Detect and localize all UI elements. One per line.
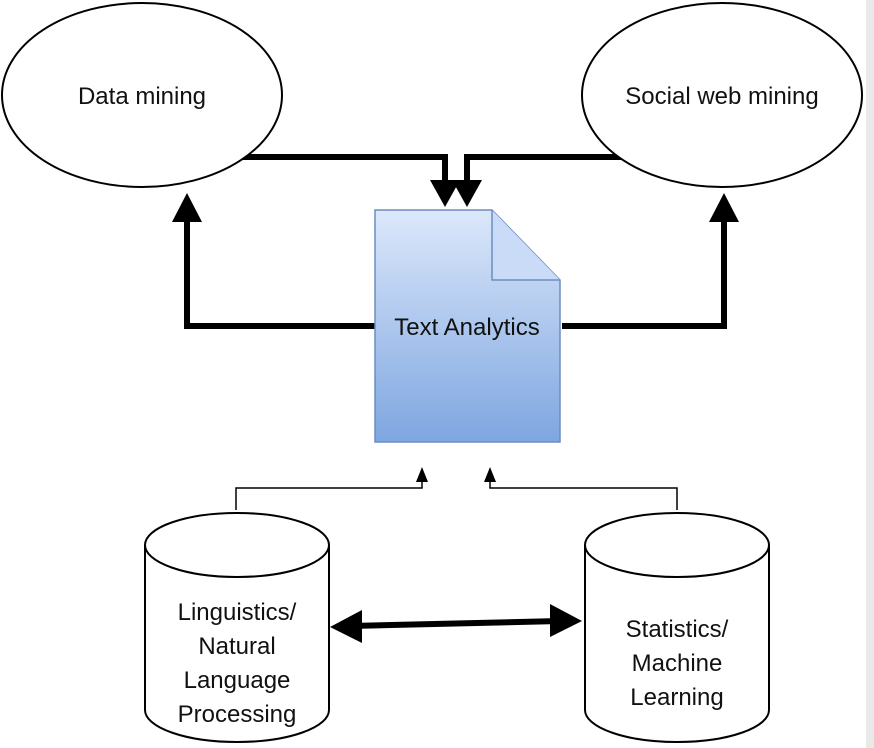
statistics-label-line-3: Learning — [630, 684, 723, 711]
linguistics-cylinder-body — [144, 545, 330, 743]
linguistics-label-line-4: Processing — [178, 701, 297, 728]
statistics-cylinder-body — [584, 545, 770, 743]
arrowhead-up-social-web-mining — [709, 193, 739, 222]
data-mining-ellipse — [1, 2, 283, 188]
right-edge-strip — [866, 0, 874, 748]
text-analytics-label: Text Analytics — [394, 314, 539, 341]
linguistics-label-line-1: Linguistics/ — [178, 599, 297, 626]
statistics-cylinder-top — [584, 512, 770, 578]
edge-social-web-mining-to-text-analytics — [464, 154, 625, 185]
arrowhead-bidir-right — [550, 604, 582, 637]
edge-linguistics-to-text-analytics — [235, 478, 423, 510]
arrowhead-down-left — [430, 180, 460, 207]
data-mining-label: Data mining — [78, 83, 206, 110]
edge-data-mining-to-text-analytics — [242, 154, 448, 185]
edge-linguistics-statistics-bidirectional — [349, 618, 561, 629]
linguistics-label-line-2: Natural — [198, 633, 275, 660]
edge-statistics-to-text-analytics — [489, 478, 678, 510]
linguistics-label-line-3: Language — [184, 667, 291, 694]
social-web-mining-ellipse — [581, 2, 863, 188]
text-analytics-document-fold — [491, 210, 560, 281]
edge-text-analytics-to-social-web-mining — [562, 220, 727, 329]
linguistics-cylinder-top — [144, 512, 330, 578]
statistics-label-line-2: Machine — [632, 650, 723, 677]
arrowhead-bidir-left — [330, 610, 362, 643]
edge-text-analytics-to-data-mining — [184, 220, 375, 329]
social-web-mining-label: Social web mining — [625, 83, 818, 110]
statistics-label-line-1: Statistics/ — [626, 616, 729, 643]
arrowhead-thin-left — [416, 467, 428, 482]
arrowhead-up-data-mining — [172, 193, 202, 222]
arrowhead-thin-right — [484, 467, 496, 482]
arrowhead-down-right — [452, 180, 482, 207]
